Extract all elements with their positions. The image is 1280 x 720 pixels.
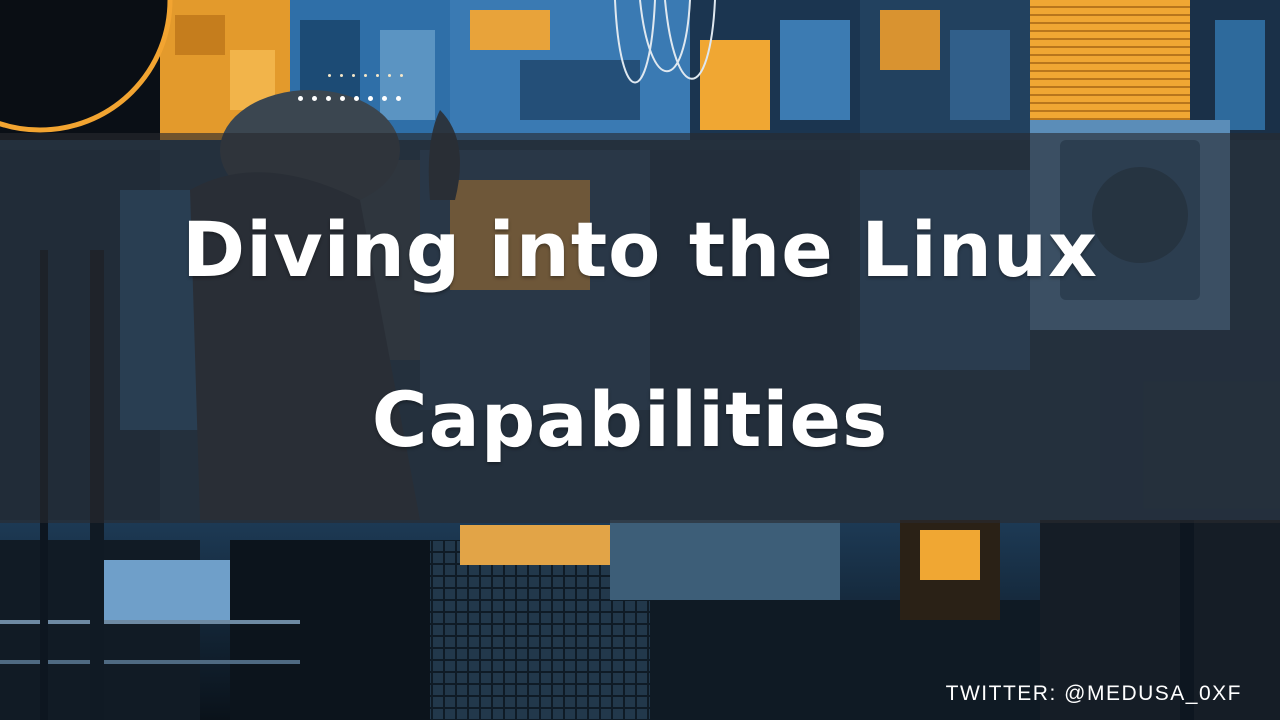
title-line-1: Diving into the Linux xyxy=(181,205,1098,294)
twitter-handle: TWITTER: @MEDUSA_0XF xyxy=(945,682,1242,705)
title-line-2: Capabilities xyxy=(371,375,889,464)
orange-circle-outline-icon xyxy=(0,0,173,133)
title-overlay-band xyxy=(0,133,1280,523)
dotted-lines-decoration-icon xyxy=(298,72,418,104)
